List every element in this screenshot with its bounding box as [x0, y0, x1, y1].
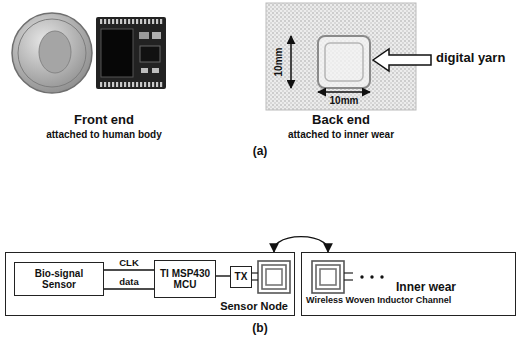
dimension-label: 10mm — [273, 48, 285, 77]
coil-turn — [258, 261, 290, 293]
digital-yarn-square — [318, 36, 370, 88]
node-title: Sensor Node — [220, 300, 288, 313]
panel-label: (b) — [252, 322, 267, 336]
component — [141, 68, 148, 73]
wire — [251, 272, 258, 273]
coin — [12, 13, 92, 93]
callout-label: digital yarn — [436, 51, 505, 66]
continuation-dot — [370, 275, 373, 278]
coin-portrait — [39, 31, 71, 73]
node-subtitle: Wireless Woven Inductor Channel — [306, 295, 451, 305]
continuation-dot — [380, 275, 383, 278]
panel-subcaption: attached to human body — [46, 129, 162, 141]
circuit-board — [96, 17, 166, 89]
coil-turn — [266, 269, 282, 285]
dimension-line — [318, 91, 370, 93]
process-box: TI MSP430 MCU — [154, 260, 216, 298]
signal-line — [104, 269, 154, 270]
dimension-line — [290, 36, 292, 88]
pin-row — [99, 19, 163, 24]
group-box: Sensor Node Bio-signal Sensor TI MSP430 MC… — [5, 252, 295, 316]
coupling-arrow — [274, 237, 328, 252]
signal-line — [104, 288, 154, 289]
component — [152, 32, 161, 39]
chip — [101, 29, 133, 77]
component — [152, 68, 159, 73]
coin-rim — [18, 19, 86, 87]
dimension-label: 10mm — [330, 95, 359, 107]
panel-caption: Front end — [74, 113, 134, 128]
signal-line — [216, 275, 230, 276]
node-title: Bio-signal Sensor — [17, 268, 101, 291]
wire — [344, 279, 353, 280]
node-title: Inner wear — [396, 281, 456, 295]
continuation-dot — [360, 275, 363, 278]
coil-symbol — [312, 261, 344, 293]
process-box: TX — [230, 266, 252, 288]
signal-label: CLK — [118, 258, 140, 269]
coil-turn — [312, 261, 344, 293]
digital-yarn-square — [325, 43, 363, 81]
wire — [251, 279, 258, 280]
panel-label: (a) — [253, 145, 268, 159]
coil-symbol — [258, 261, 290, 293]
component — [139, 32, 149, 39]
pin-row — [99, 82, 163, 87]
chip — [140, 46, 160, 62]
group-box: Inner wearWireless Woven Inductor Channe… — [301, 252, 516, 316]
coil-turn — [320, 269, 336, 285]
node-title: TI MSP430 MCU — [157, 268, 213, 291]
signal-label: data — [118, 277, 140, 288]
wire — [344, 272, 353, 273]
node-title: TX — [235, 271, 248, 283]
panel-subcaption: attached to inner wear — [288, 129, 394, 141]
coil-turn — [262, 265, 286, 289]
process-box: Bio-signal Sensor — [14, 262, 104, 296]
callout-arrow — [373, 49, 431, 71]
panel-caption: Back end — [312, 113, 370, 128]
coil-turn — [316, 265, 340, 289]
